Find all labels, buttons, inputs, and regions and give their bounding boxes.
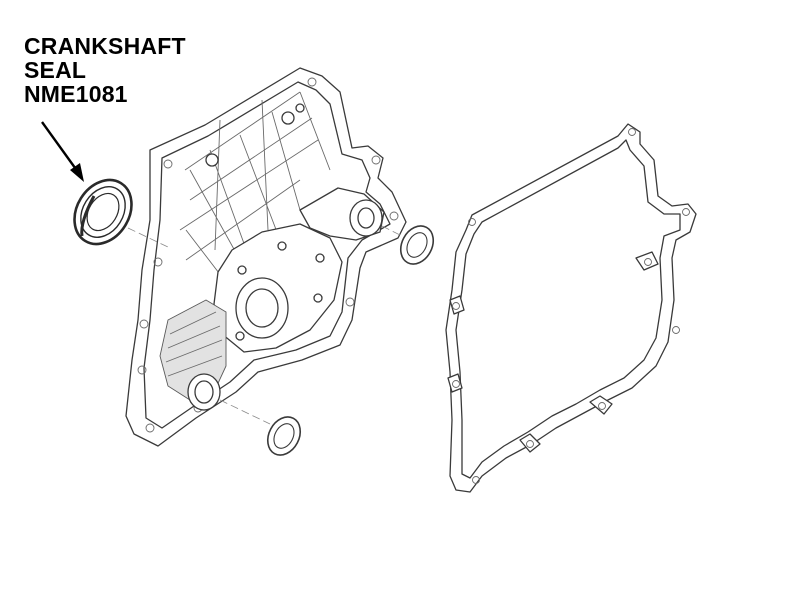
- part-callout-label: CRANKSHAFT SEAL NME1081: [24, 34, 186, 106]
- front-cover-housing: [125, 67, 407, 447]
- cover-gasket: [445, 123, 697, 493]
- part-name-line-1: CRANKSHAFT: [24, 33, 186, 59]
- camshaft-seal: [399, 225, 435, 265]
- part-name-line-2: SEAL: [24, 57, 87, 83]
- oil-pump-seal: [266, 416, 302, 456]
- callout-arrow: [41, 121, 84, 182]
- part-number: NME1081: [24, 81, 128, 107]
- assembly-lines: [127, 225, 403, 425]
- crankshaft-seal: [73, 178, 133, 246]
